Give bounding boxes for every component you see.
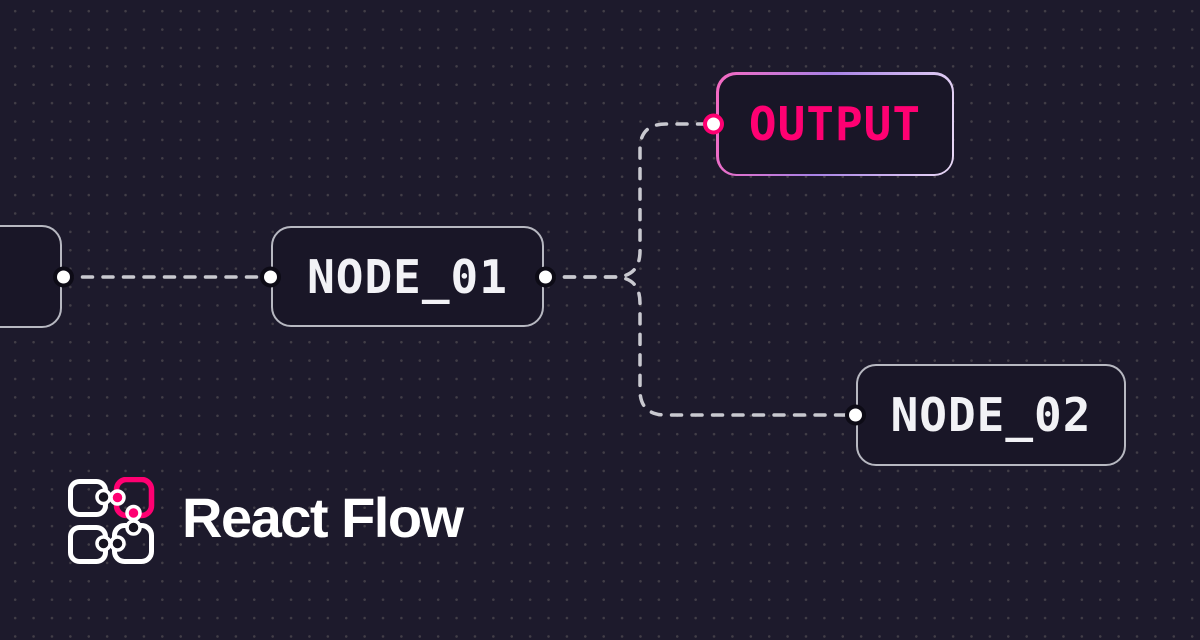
- brand-name: React Flow: [182, 486, 464, 549]
- node-label: NODE_02: [890, 388, 1092, 442]
- source-handle[interactable]: [52, 266, 74, 287]
- node-node-01[interactable]: NODE_01: [259, 226, 556, 327]
- react-flow-logo-icon: [68, 477, 155, 564]
- node-input-partial[interactable]: [0, 225, 74, 328]
- react-flow-brand: React Flow: [66, 477, 464, 565]
- node-output-body: OUTPUT: [718, 74, 952, 174]
- node-label: NODE_01: [307, 249, 508, 304]
- target-handle[interactable]: [259, 266, 281, 287]
- target-handle[interactable]: [844, 404, 866, 426]
- node-label: OUTPUT: [748, 97, 922, 151]
- target-handle[interactable]: [702, 113, 724, 135]
- edge-node01-to-node02: [542, 275, 858, 417]
- source-handle[interactable]: [534, 266, 556, 287]
- node-node-02[interactable]: NODE_02: [844, 364, 1126, 466]
- node-output[interactable]: OUTPUT: [702, 72, 954, 176]
- edge-node01-to-output: [542, 122, 718, 279]
